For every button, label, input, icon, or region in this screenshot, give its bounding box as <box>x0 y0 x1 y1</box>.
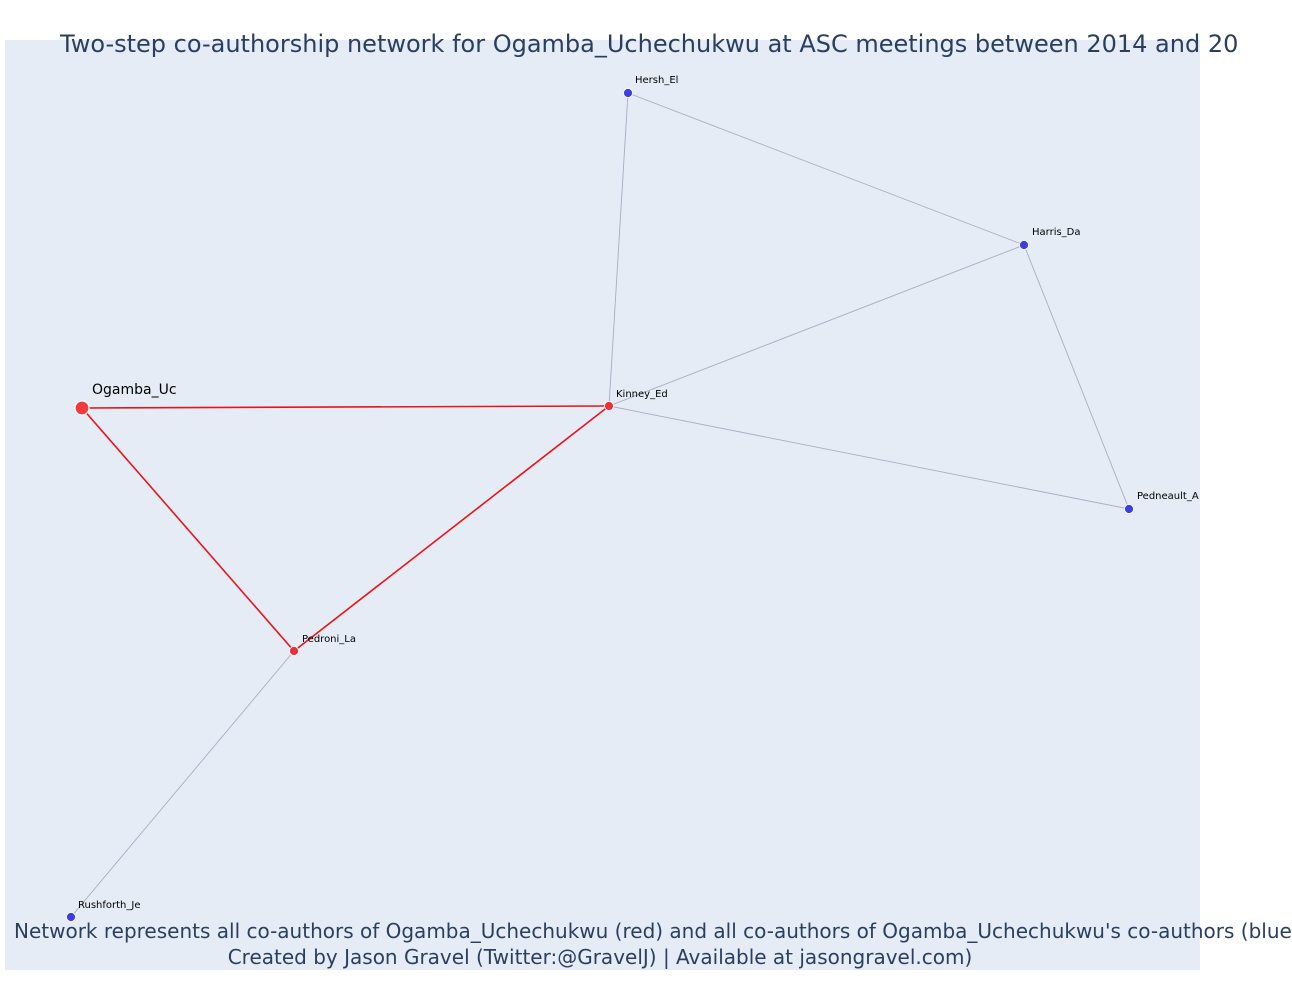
node-label-Ogamba_Uc: Ogamba_Uc <box>92 382 177 398</box>
edge-Ogamba_Uc-Pedroni_La <box>81 407 295 652</box>
node-label-Harris_Da: Harris_Da <box>1032 227 1081 238</box>
chart-title: Two-step co-authorship network for Ogamb… <box>60 30 1239 58</box>
edge-Pedroni_La-Rushforth_Je <box>70 650 295 918</box>
node-Pedneault_A[interactable] <box>1124 504 1134 514</box>
node-label-Pedroni_La: Pedroni_La <box>302 634 356 645</box>
node-label-Hersh_El: Hersh_El <box>635 75 678 86</box>
node-label-Kinney_Ed: Kinney_Ed <box>616 389 668 400</box>
edge-Harris_Da-Pedneault_A <box>1023 244 1130 510</box>
edge-Ogamba_Uc-Kinney_Ed <box>81 405 610 409</box>
node-Ogamba_Uc[interactable] <box>74 400 90 416</box>
edge-Pedroni_La-Kinney_Ed <box>293 405 610 652</box>
plot-area <box>5 40 1200 970</box>
edge-Hersh_El-Harris_Da <box>627 92 1025 246</box>
node-Rushforth_Je[interactable] <box>66 912 76 922</box>
node-Harris_Da[interactable] <box>1019 240 1029 250</box>
node-Pedroni_La[interactable] <box>289 646 299 656</box>
node-Kinney_Ed[interactable] <box>604 401 614 411</box>
nodes-layer <box>66 88 1134 922</box>
edge-Kinney_Ed-Pedneault_A <box>608 405 1130 510</box>
node-label-Rushforth_Je: Rushforth_Je <box>78 900 141 911</box>
node-Hersh_El[interactable] <box>623 88 633 98</box>
node-label-Pedneault_A: Pedneault_A <box>1137 491 1199 502</box>
edge-Kinney_Ed-Hersh_El <box>608 92 629 407</box>
edges-layer <box>70 92 1130 918</box>
caption-line-2: Created by Jason Gravel (Twitter:@Gravel… <box>227 945 973 969</box>
caption-line-1: Network represents all co-authors of Oga… <box>14 919 1292 943</box>
edge-Kinney_Ed-Harris_Da <box>608 244 1025 407</box>
